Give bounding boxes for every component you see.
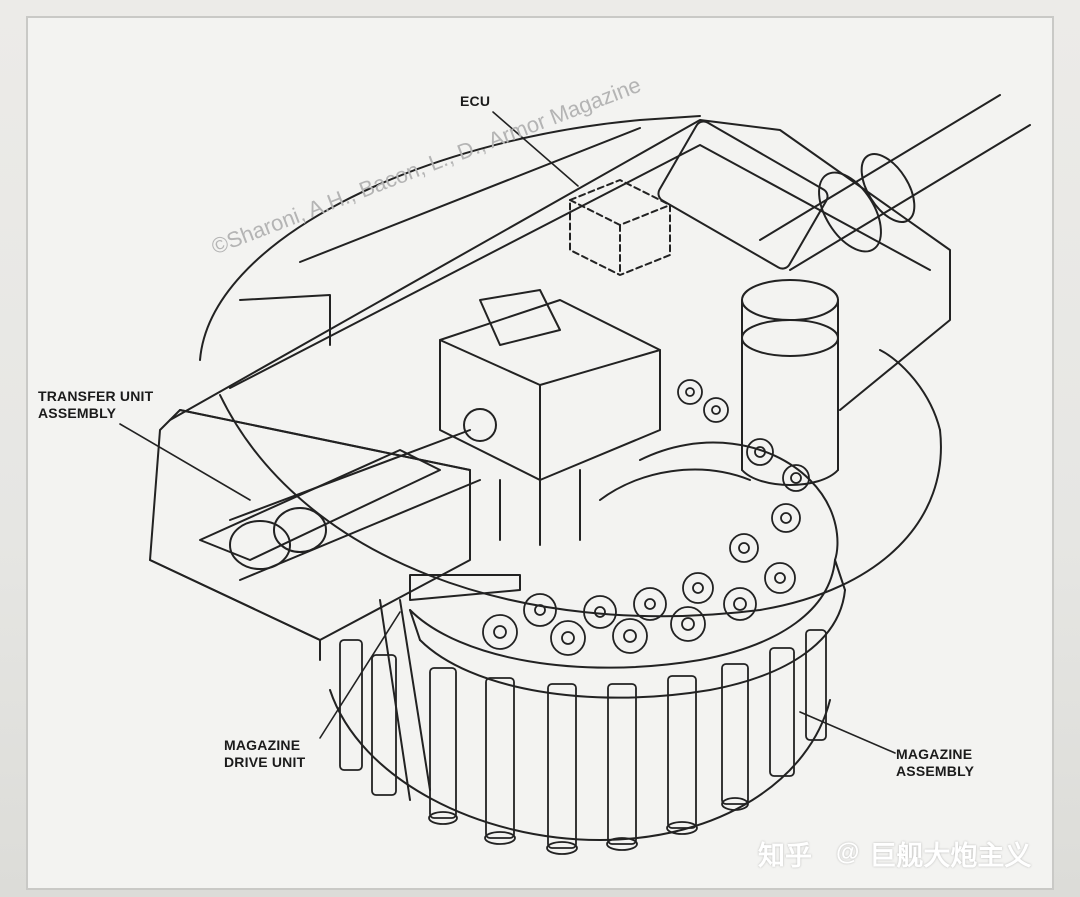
- label-transfer-unit-line2: ASSEMBLY: [38, 405, 117, 421]
- platform-name: 知乎: [758, 840, 812, 871]
- label-magazine-drive-line2: DRIVE UNIT: [224, 754, 306, 770]
- label-ecu: ECU: [460, 93, 490, 110]
- leader-magazine-assembly: [799, 711, 896, 754]
- round-heads: [482, 379, 810, 656]
- vertical-cylinder: [741, 279, 839, 486]
- magazine-drive-unit: [379, 574, 521, 801]
- leader-transfer: [119, 423, 251, 501]
- gun-barrel: [759, 94, 1031, 271]
- platform-watermark: 知乎 @ 巨舰大炮主义: [758, 836, 1032, 871]
- leader-ecu: [492, 111, 579, 187]
- turret-roof: [169, 119, 951, 421]
- transfer-unit-housing: [149, 408, 497, 661]
- label-magazine-drive-line1: MAGAZINE: [224, 737, 301, 753]
- magazine-carousel: [329, 441, 846, 841]
- at-sign: @: [836, 839, 860, 866]
- label-transfer-unit-assembly: TRANSFER UNIT ASSEMBLY: [38, 388, 153, 422]
- label-magazine-drive-unit: MAGAZINE DRIVE UNIT: [224, 737, 305, 771]
- turret-ring-lower: [219, 394, 942, 618]
- label-magazine-assembly-line1: MAGAZINE: [896, 746, 973, 762]
- turret-ring: [199, 115, 701, 361]
- label-magazine-assembly: MAGAZINE ASSEMBLY: [896, 746, 974, 780]
- turret-right-edge: [879, 349, 941, 431]
- label-ecu-text: ECU: [460, 93, 491, 109]
- breech-block: [439, 289, 661, 546]
- ecu-box: [569, 120, 829, 276]
- label-magazine-assembly-line2: ASSEMBLY: [896, 763, 975, 779]
- label-transfer-unit-line1: TRANSFER UNIT: [38, 388, 154, 404]
- author-name: 巨舰大炮主义: [869, 840, 1032, 871]
- leader-lines: [119, 111, 896, 754]
- magazine-tubes: [339, 629, 827, 855]
- leader-magazine-drive: [319, 611, 401, 739]
